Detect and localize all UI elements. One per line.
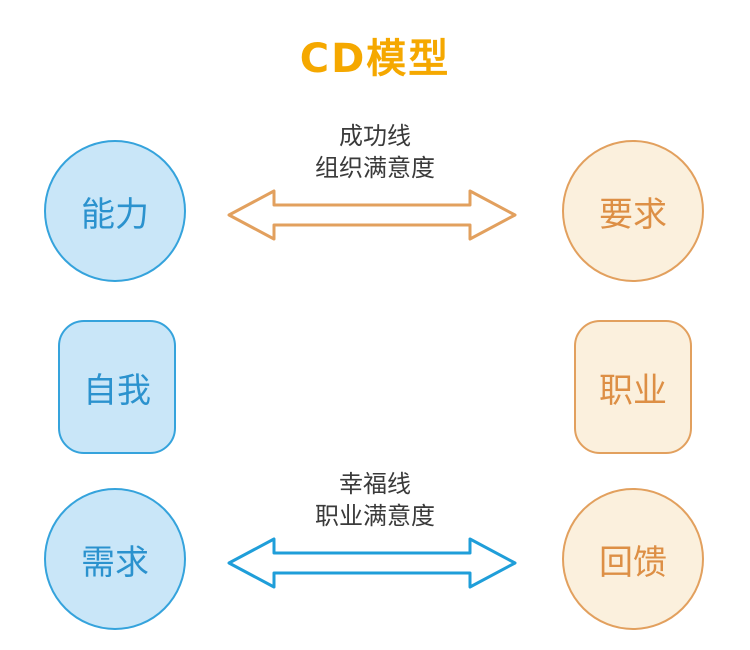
node-career: 职业 <box>574 320 692 454</box>
node-feedback-label: 回馈 <box>599 542 667 583</box>
bottom-arrow-label-line2: 职业满意度 <box>315 502 435 530</box>
node-needs: 需求 <box>44 488 186 630</box>
node-ability: 能力 <box>44 140 186 282</box>
node-career-label: 职业 <box>599 370 667 411</box>
top-arrow-label-line2: 组织满意度 <box>315 154 435 182</box>
top-arrow-label-line1: 成功线 <box>339 122 411 150</box>
node-requirements: 要求 <box>562 140 704 282</box>
node-self-label: 自我 <box>83 370 151 411</box>
top-double-arrow-icon <box>226 184 518 246</box>
diagram-title: CD模型 <box>299 36 451 82</box>
node-self: 自我 <box>58 320 176 454</box>
node-requirements-label: 要求 <box>599 194 667 235</box>
node-ability-label: 能力 <box>81 194 149 235</box>
bottom-double-arrow-shape <box>227 537 517 589</box>
bottom-arrow-label-line1: 幸福线 <box>339 470 411 498</box>
node-feedback: 回馈 <box>562 488 704 630</box>
top-double-arrow-shape <box>227 189 517 241</box>
bottom-double-arrow-icon <box>226 532 518 594</box>
node-needs-label: 需求 <box>81 542 149 583</box>
